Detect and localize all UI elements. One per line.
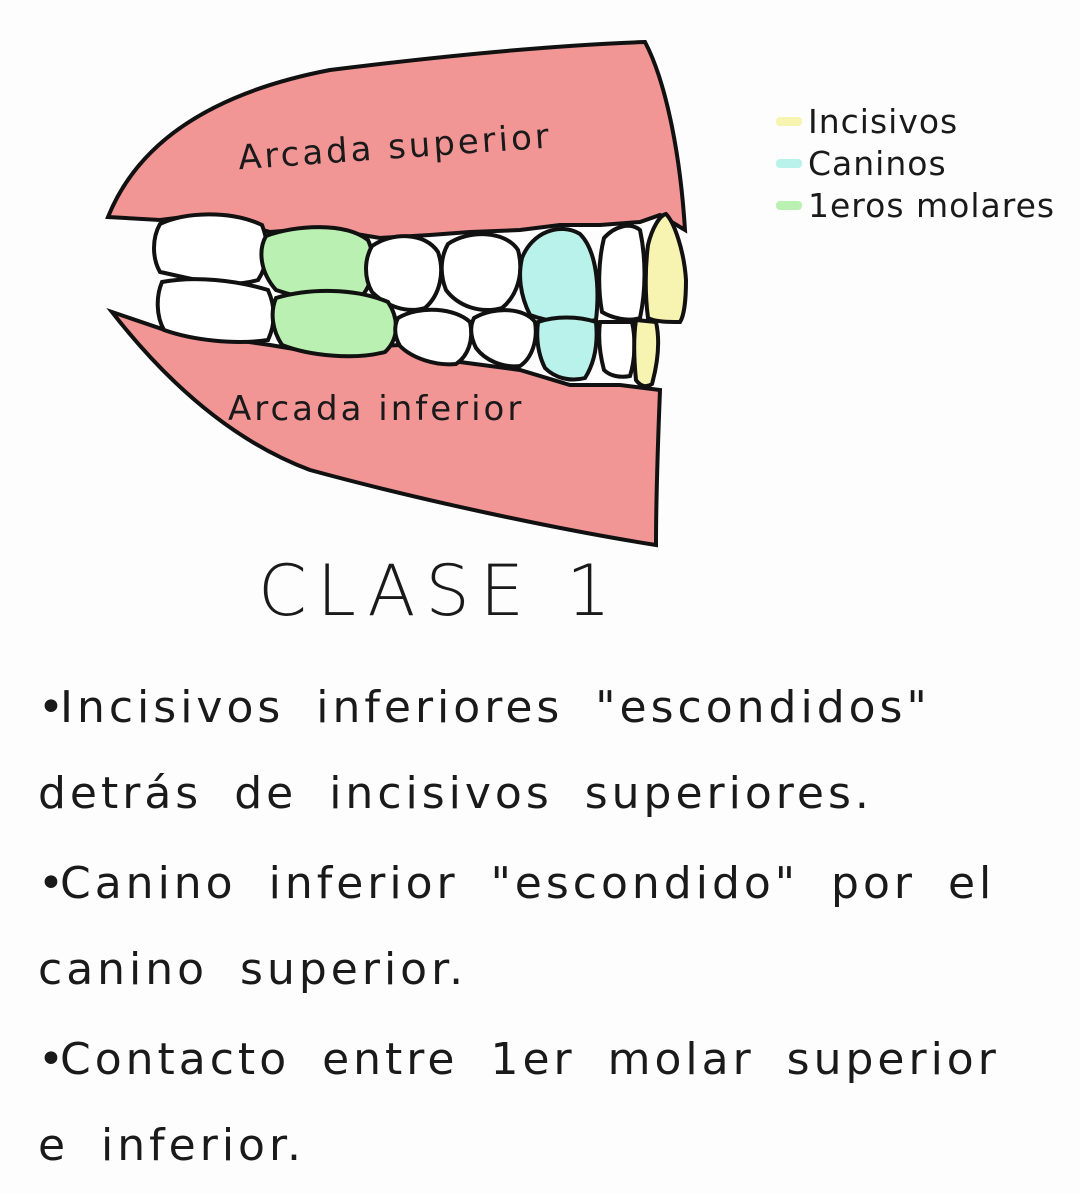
bullet: •	[38, 1034, 68, 1085]
teeth-diagram: Arcada superior Arcada inferior	[105, 39, 689, 548]
lower-canine	[535, 315, 599, 382]
note-text: Incisivos inferiores "escondidos" detrás…	[38, 682, 931, 819]
legend-swatch-molares	[776, 200, 802, 210]
legend-label: 1eros molares	[808, 185, 1056, 225]
lower-premolar-2	[469, 308, 538, 369]
upper-gum	[105, 39, 688, 241]
legend-item-molares: 1eros molares	[776, 184, 1076, 226]
legend-item-incisivos: Incisivos	[776, 100, 1076, 142]
note-item: •Contacto entre 1er molar superior e inf…	[38, 1017, 1058, 1189]
note-item: •Incisivos inferiores "escondidos" detrá…	[38, 665, 1058, 837]
page-title: CLASE 1	[258, 550, 621, 632]
upper-canine	[518, 227, 600, 325]
lower-premolar-1	[393, 307, 474, 367]
note-text: Canino inferior "escondido" por el canin…	[38, 858, 996, 995]
bullet: •	[38, 682, 68, 733]
legend: Incisivos Caninos 1eros molares	[776, 100, 1076, 226]
lower-first-molar	[270, 288, 398, 359]
note-text: Contacto entre 1er molar superior e infe…	[38, 1034, 1000, 1171]
upper-molar-back	[152, 212, 269, 286]
upper-premolar-1	[364, 234, 444, 312]
upper-central-incisor	[643, 211, 689, 325]
bullet: •	[38, 858, 68, 909]
upper-first-molar	[259, 225, 376, 302]
note-item: •Canino inferior "escondido" por el cani…	[38, 841, 1058, 1013]
legend-item-caninos: Caninos	[776, 142, 1076, 184]
legend-swatch-caninos	[776, 158, 802, 168]
lower-central-incisor	[632, 317, 661, 389]
legend-label: Incisivos	[808, 101, 959, 141]
upper-premolar-2	[439, 232, 523, 312]
notes-list: •Incisivos inferiores "escondidos" detrá…	[38, 665, 1058, 1193]
legend-label: Caninos	[808, 143, 947, 183]
lower-gum	[106, 307, 663, 548]
legend-swatch-incisivos	[776, 116, 802, 126]
lower-lateral-incisor	[597, 320, 637, 379]
lower-molar-back	[155, 277, 276, 344]
upper-lateral-incisor	[597, 223, 647, 322]
lower-arch-label: Arcada inferior	[228, 389, 524, 429]
